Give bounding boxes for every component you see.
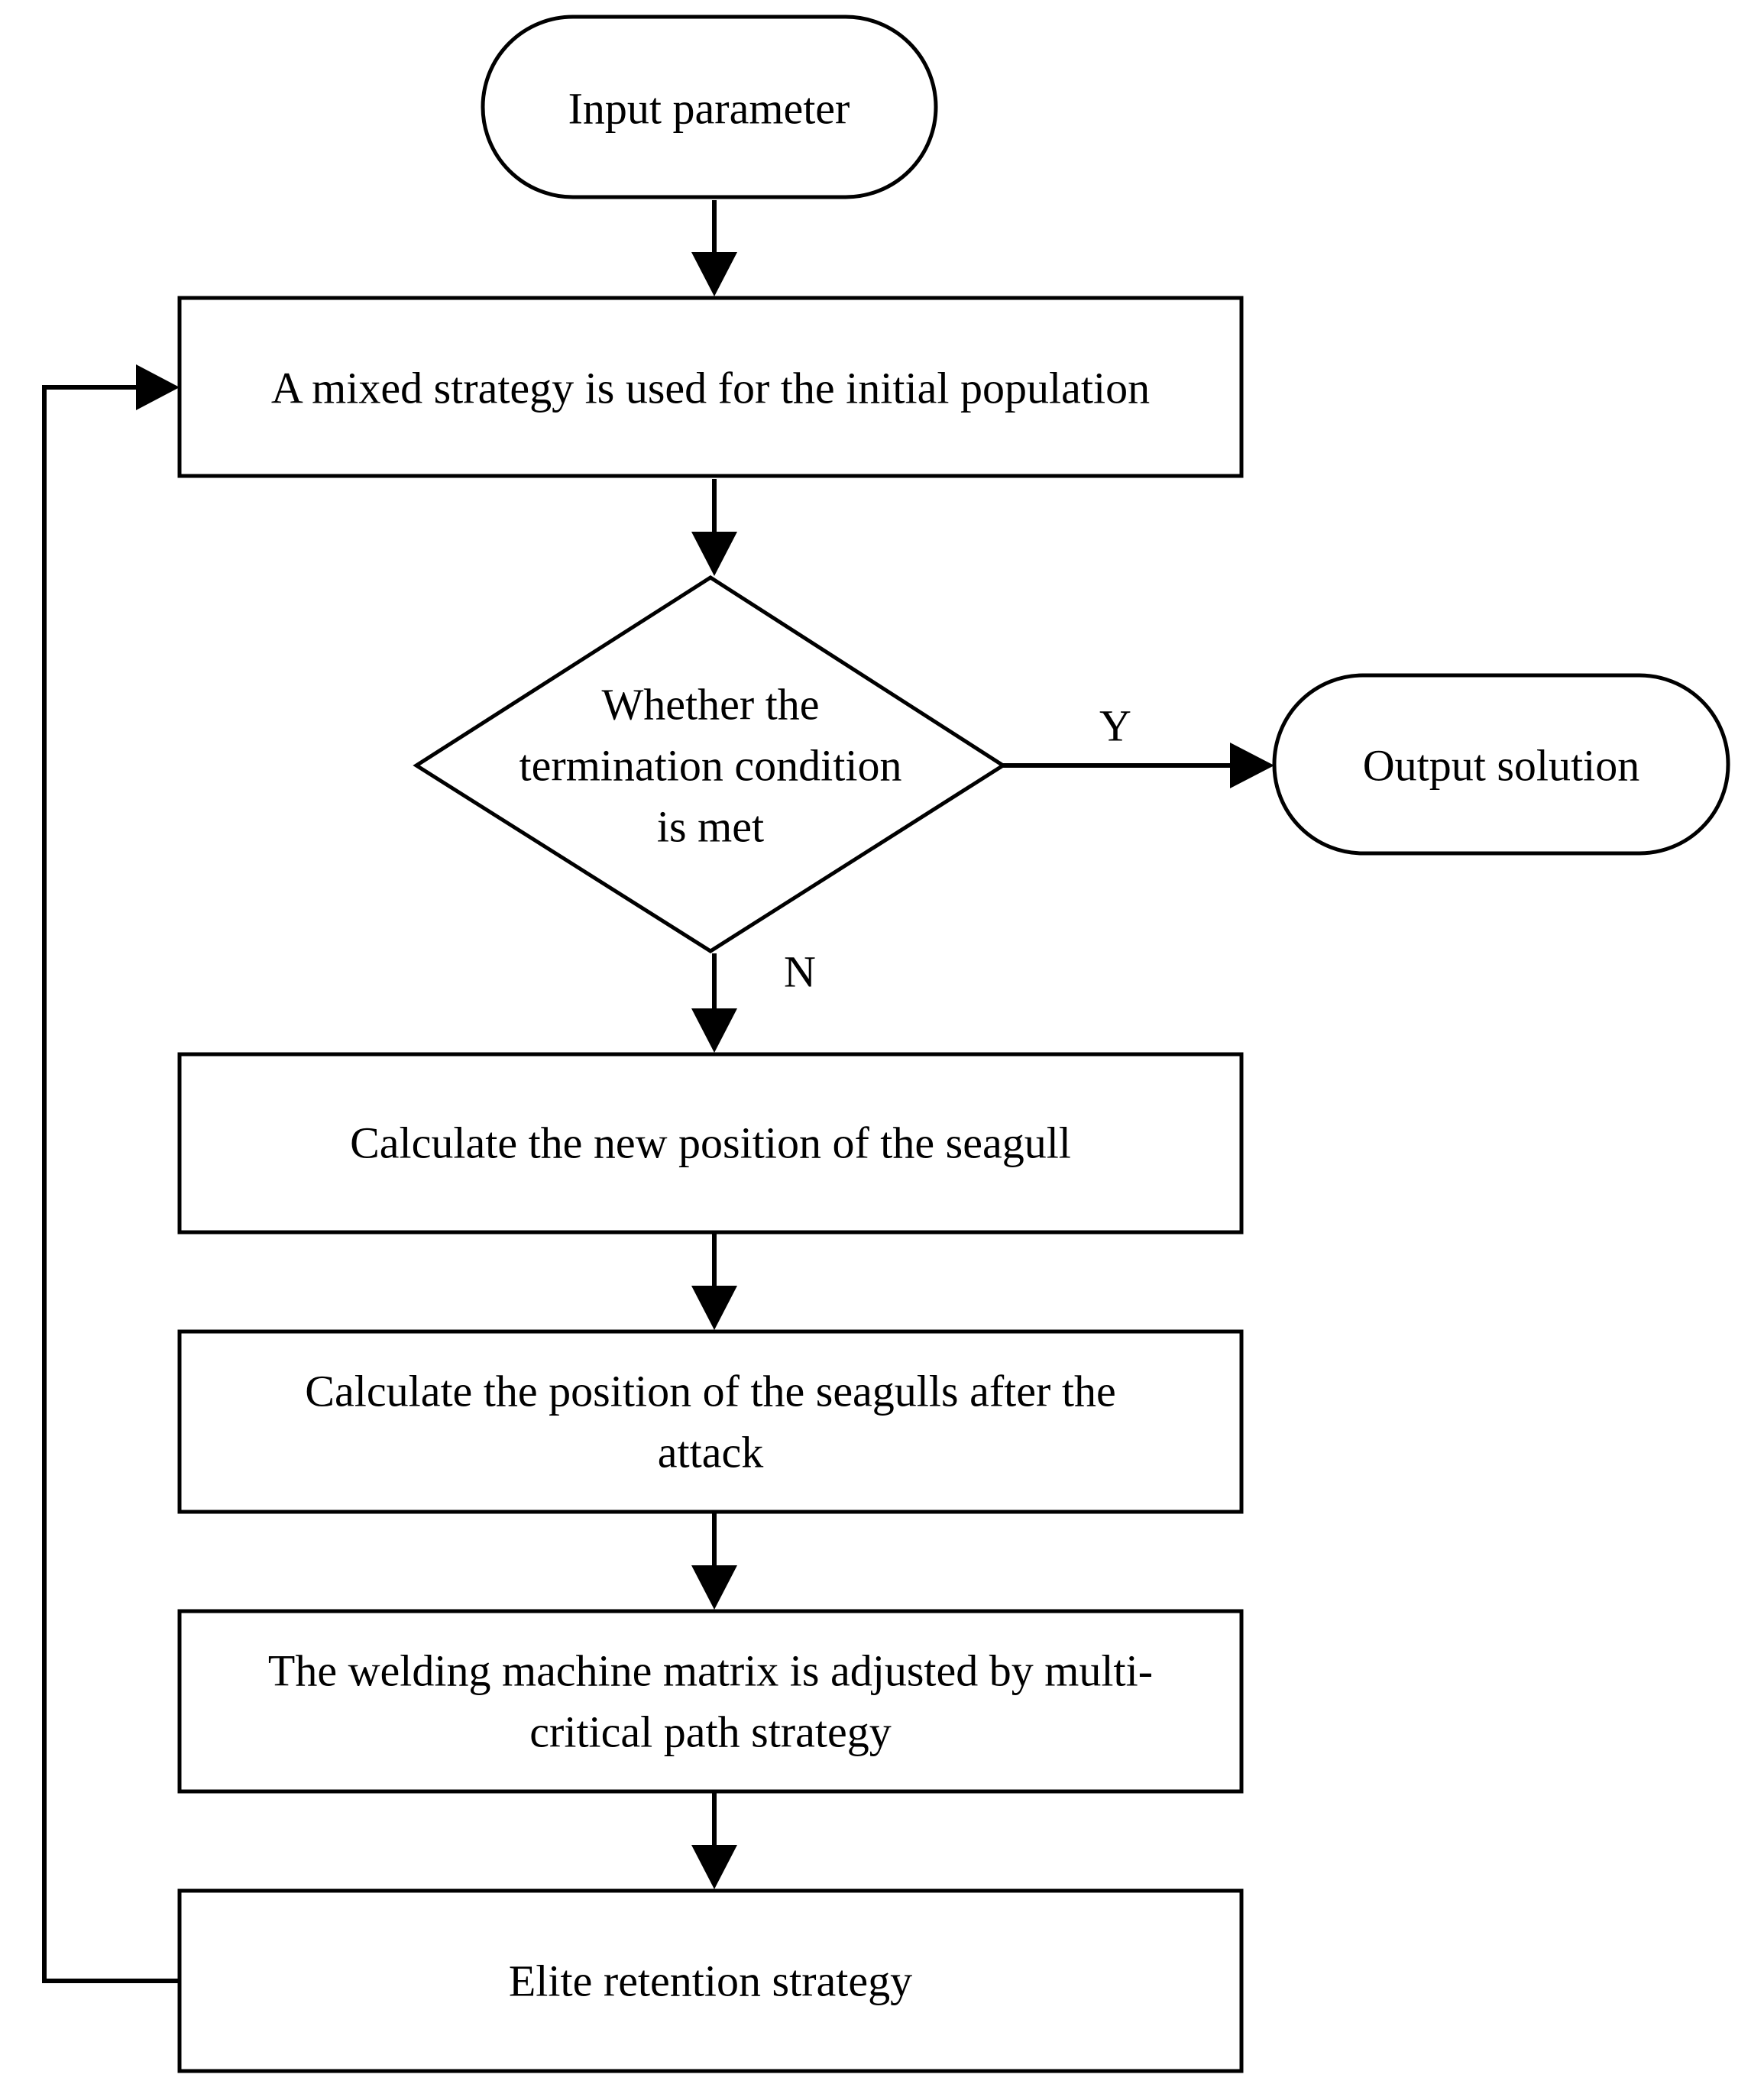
node-input-text: Input parameter — [568, 84, 850, 134]
arrowhead-decision — [691, 532, 737, 576]
process-calc-new — [177, 1052, 1244, 1235]
process-elite — [177, 1888, 1244, 2073]
node-label-line: A mixed strategy is used for the initial… — [271, 364, 1150, 413]
terminator-input — [481, 15, 938, 199]
arrowhead-output — [1230, 743, 1274, 788]
node-label-line: Input parameter — [568, 84, 850, 134]
node-elite-text: Elite retention strategy — [509, 1956, 912, 2006]
node-label-line: Output solution — [1363, 741, 1640, 791]
node-input: Input parameter — [481, 15, 938, 199]
edge-label-no: N — [784, 947, 816, 997]
decision-diamond — [413, 575, 1007, 953]
node-calc-new: Calculate the new position of the seagul… — [177, 1052, 1244, 1235]
process-welding — [177, 1609, 1244, 1794]
arrowhead-loop — [136, 364, 180, 410]
node-label-line: Elite retention strategy — [509, 1956, 912, 2006]
process-calc-attack — [177, 1329, 1244, 1514]
node-label-line: Calculate the new position of the seagul… — [350, 1118, 1071, 1168]
node-init-text: A mixed strategy is used for the initial… — [271, 364, 1150, 413]
node-decision-text: Whether the termination condition is met — [519, 680, 902, 852]
arrowhead-welding — [691, 1565, 737, 1610]
node-label-line: is met — [657, 802, 764, 852]
node-label-line: critical path strategy — [529, 1707, 891, 1757]
process-init — [177, 296, 1244, 478]
arrowhead-elite — [691, 1845, 737, 1889]
node-output-text: Output solution — [1363, 741, 1640, 791]
node-output: Output solution — [1272, 673, 1730, 856]
node-calc-new-text: Calculate the new position of the seagul… — [350, 1118, 1071, 1168]
node-label-line: termination condition — [519, 741, 902, 791]
node-welding: The welding machine matrix is adjusted b… — [177, 1609, 1244, 1794]
arrowhead-calc-new — [691, 1008, 737, 1053]
node-label-line: The welding machine matrix is adjusted b… — [268, 1646, 1153, 1696]
terminator-output — [1272, 673, 1730, 856]
node-init: A mixed strategy is used for the initial… — [177, 296, 1244, 478]
node-label-line: Whether the — [601, 680, 819, 730]
node-label-line: attack — [658, 1428, 763, 1477]
edge-loop-back — [42, 385, 180, 1983]
edge-label-yes: Y — [1099, 701, 1131, 751]
arrowhead-init — [691, 252, 737, 296]
node-decision: Whether the termination condition is met — [413, 575, 1007, 953]
node-welding-text: The welding machine matrix is adjusted b… — [268, 1646, 1153, 1757]
arrowhead-calc-attack — [691, 1286, 737, 1330]
node-elite: Elite retention strategy — [177, 1888, 1244, 2073]
connectors — [42, 200, 1274, 1983]
node-label-line: Calculate the position of the seagulls a… — [305, 1367, 1115, 1416]
node-calc-attack: Calculate the position of the seagulls a… — [177, 1329, 1244, 1514]
node-calc-attack-text: Calculate the position of the seagulls a… — [305, 1367, 1115, 1477]
